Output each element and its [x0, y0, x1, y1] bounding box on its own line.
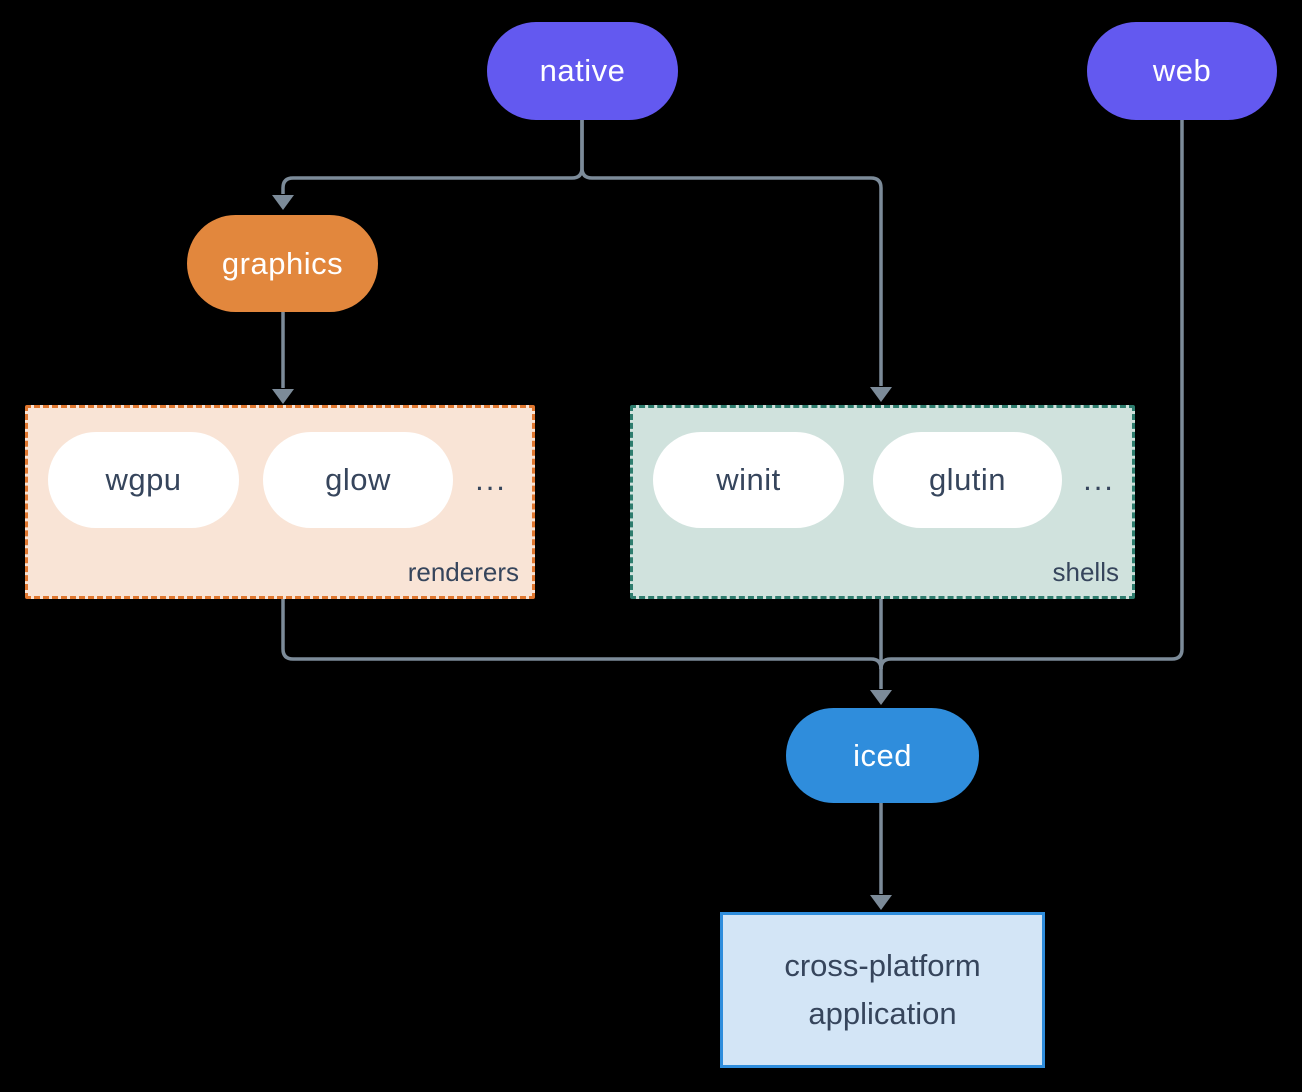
node-graphics: graphics: [187, 215, 378, 312]
node-application: cross-platform application: [720, 912, 1045, 1068]
node-glow-label: glow: [325, 462, 391, 497]
node-iced-label: iced: [853, 737, 912, 773]
node-application-line1: cross-platform: [784, 948, 981, 983]
node-native-label: native: [539, 53, 626, 88]
shells-ellipsis: ...: [1083, 462, 1115, 497]
node-winit-label: winit: [716, 462, 781, 497]
arrowhead-native-shells: [870, 387, 892, 402]
node-web: web: [1087, 22, 1277, 120]
node-glow: glow: [263, 432, 453, 528]
node-native: native: [487, 22, 678, 120]
arrowhead-native-graphics: [272, 195, 294, 210]
arrowhead-graphics-renderers: [272, 389, 294, 404]
arrowhead-into-iced: [870, 690, 892, 705]
arrowhead-iced-application: [870, 895, 892, 910]
node-glutin: glutin: [873, 432, 1062, 528]
node-graphics-label: graphics: [221, 245, 344, 281]
node-application-line2: application: [808, 996, 957, 1031]
group-shells: winit glutin ... shells: [630, 405, 1135, 599]
node-glutin-label: glutin: [928, 462, 1007, 497]
node-web-label: web: [1152, 53, 1212, 88]
edge-native-graphics: [281, 120, 584, 194]
shells-group-label: shells: [1052, 557, 1119, 587]
edge-renderers-iced: [281, 599, 883, 670]
node-iced: iced: [786, 708, 979, 803]
group-renderers: wgpu glow ... renderers: [25, 405, 535, 599]
node-winit: winit: [653, 432, 844, 528]
renderers-ellipsis: ...: [475, 462, 507, 497]
renderers-group-label: renderers: [407, 557, 519, 587]
edge-native-shells: [580, 120, 883, 386]
node-wgpu-label: wgpu: [105, 462, 182, 497]
node-wgpu: wgpu: [48, 432, 239, 528]
